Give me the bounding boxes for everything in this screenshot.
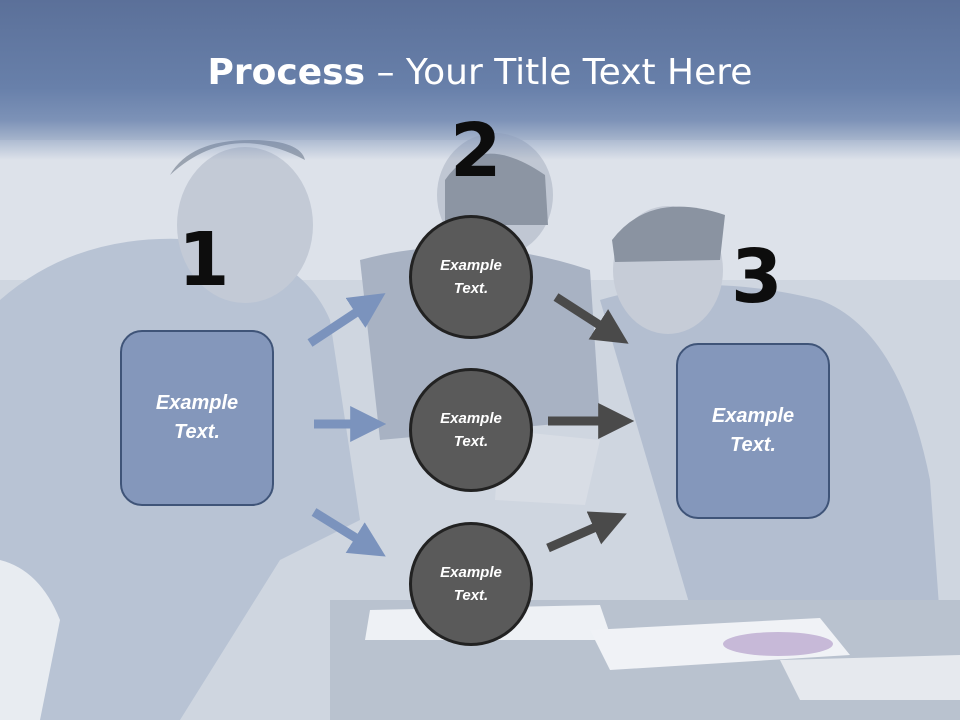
right-box: Example Text. [676,343,830,519]
title-band [0,0,960,160]
title-bold: Process [207,52,366,93]
arrow-top-to-right [553,293,629,344]
arrow-left-to-bottom [311,508,386,557]
arrow-bottom-to-right [546,511,627,553]
circle-top: Example Text. [409,215,533,339]
circle-bottom-text: Example Text. [440,564,502,604]
arrow-left-to-top [307,293,386,347]
right-box-text: Example Text. [711,405,795,456]
title-rest: – Your Title Text Here [365,52,753,93]
slide-title: Process – Your Title Text Here [0,52,960,93]
circle-bottom: Example Text. [409,522,533,646]
circle-top-text: Example Text. [440,257,502,297]
left-box-text: Example Text. [155,392,239,443]
circle-middle: Example Text. [409,368,533,492]
step-number-1: 1 [178,217,230,303]
step-number-2: 2 [450,108,502,194]
step-number-3: 3 [731,234,783,320]
left-box: Example Text. [120,330,274,506]
circle-middle-text: Example Text. [440,410,502,450]
